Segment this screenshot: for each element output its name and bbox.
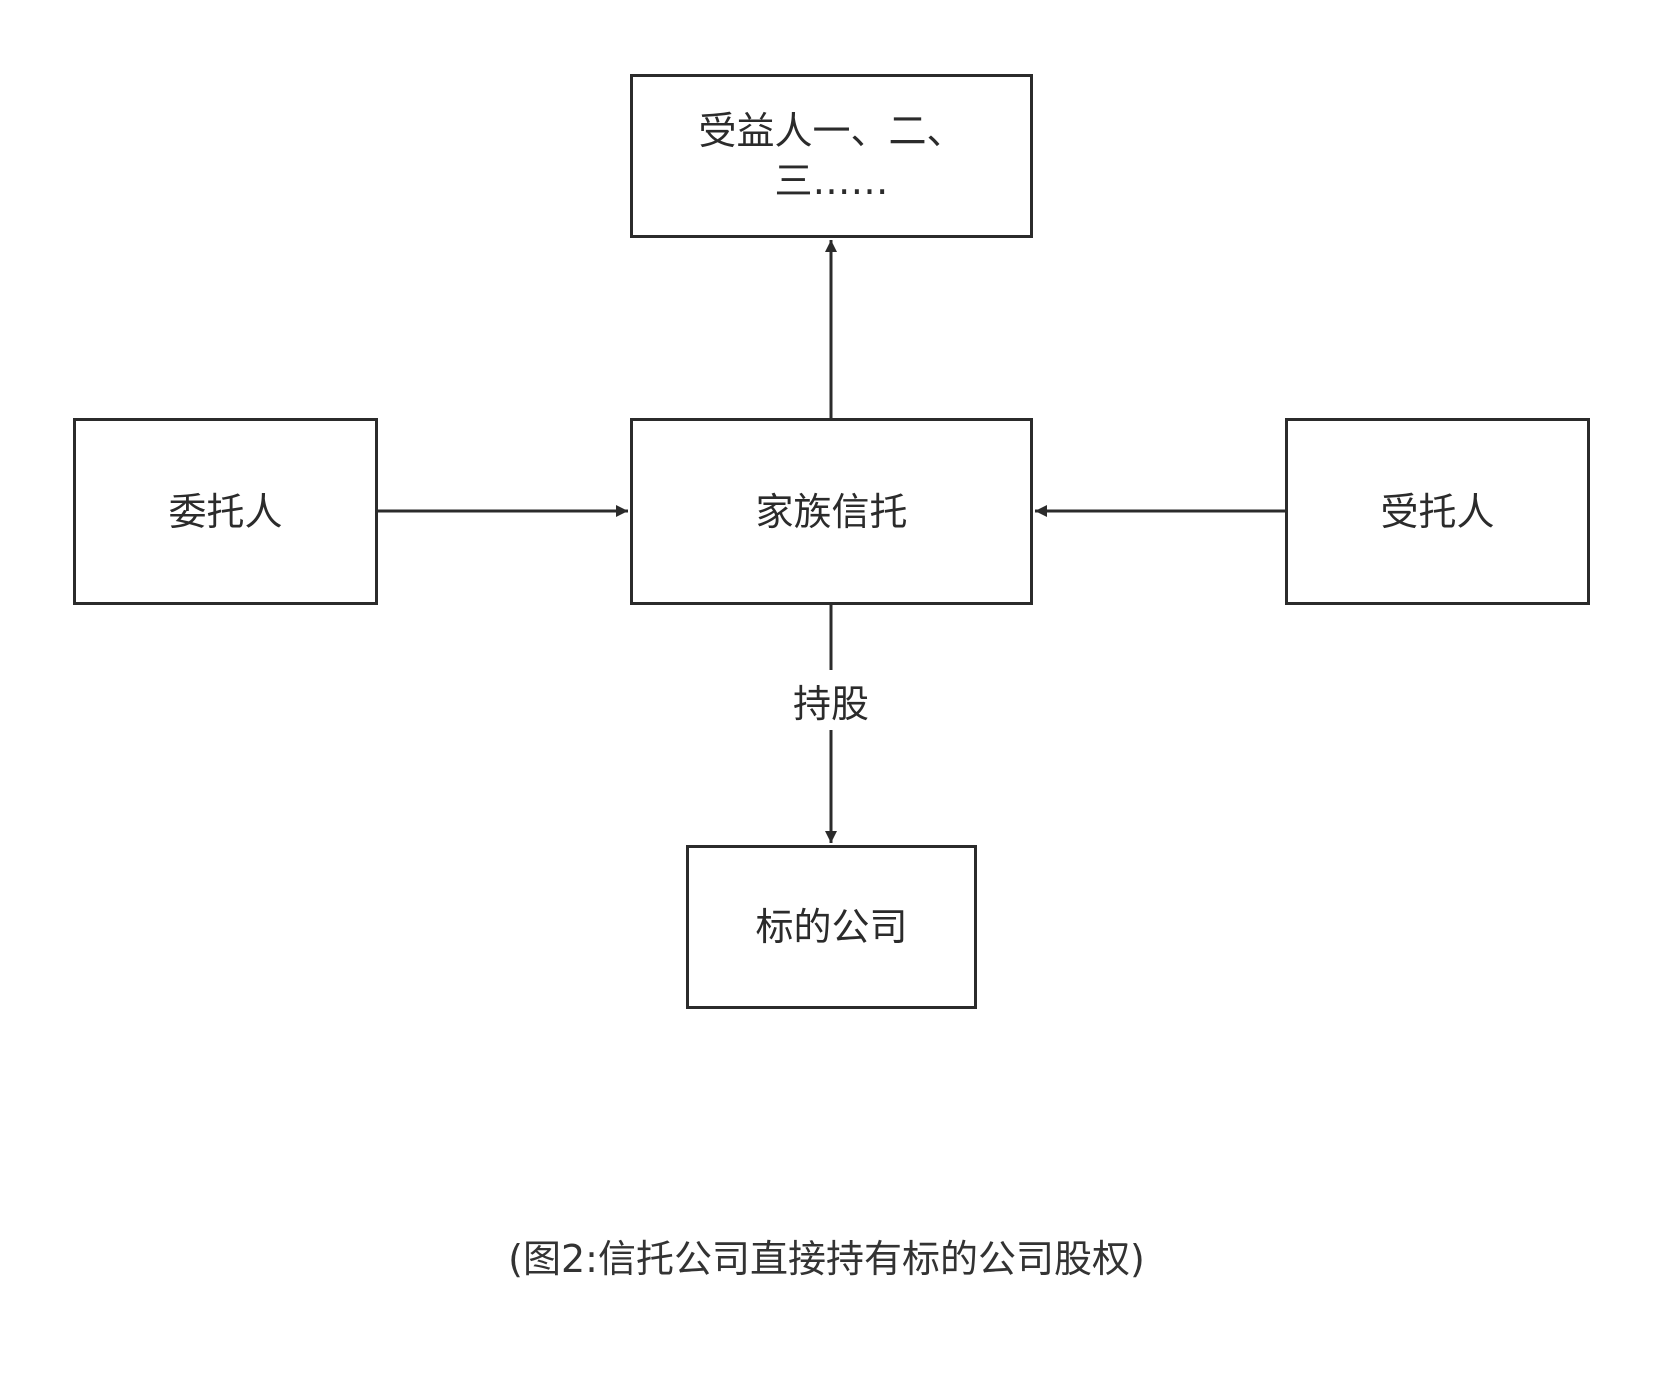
- node-trustee: 受托人: [1285, 418, 1590, 605]
- node-settlor: 委托人: [73, 418, 378, 605]
- node-settlor-label: 委托人: [168, 489, 283, 534]
- node-beneficiaries-label: 受益人一、二、三……: [698, 109, 965, 203]
- figure-caption: (图2:信托公司直接持有标的公司股权): [508, 1237, 1145, 1281]
- node-family-trust-label: 家族信托: [755, 489, 908, 534]
- node-target-company: 标的公司: [686, 845, 977, 1009]
- node-target-company-label: 标的公司: [755, 905, 908, 949]
- edge-label-shareholding: 持股: [761, 670, 901, 730]
- node-trustee-label: 受托人: [1380, 489, 1495, 534]
- node-family-trust: 家族信托: [630, 418, 1033, 605]
- node-beneficiaries: 受益人一、二、三……: [630, 74, 1033, 238]
